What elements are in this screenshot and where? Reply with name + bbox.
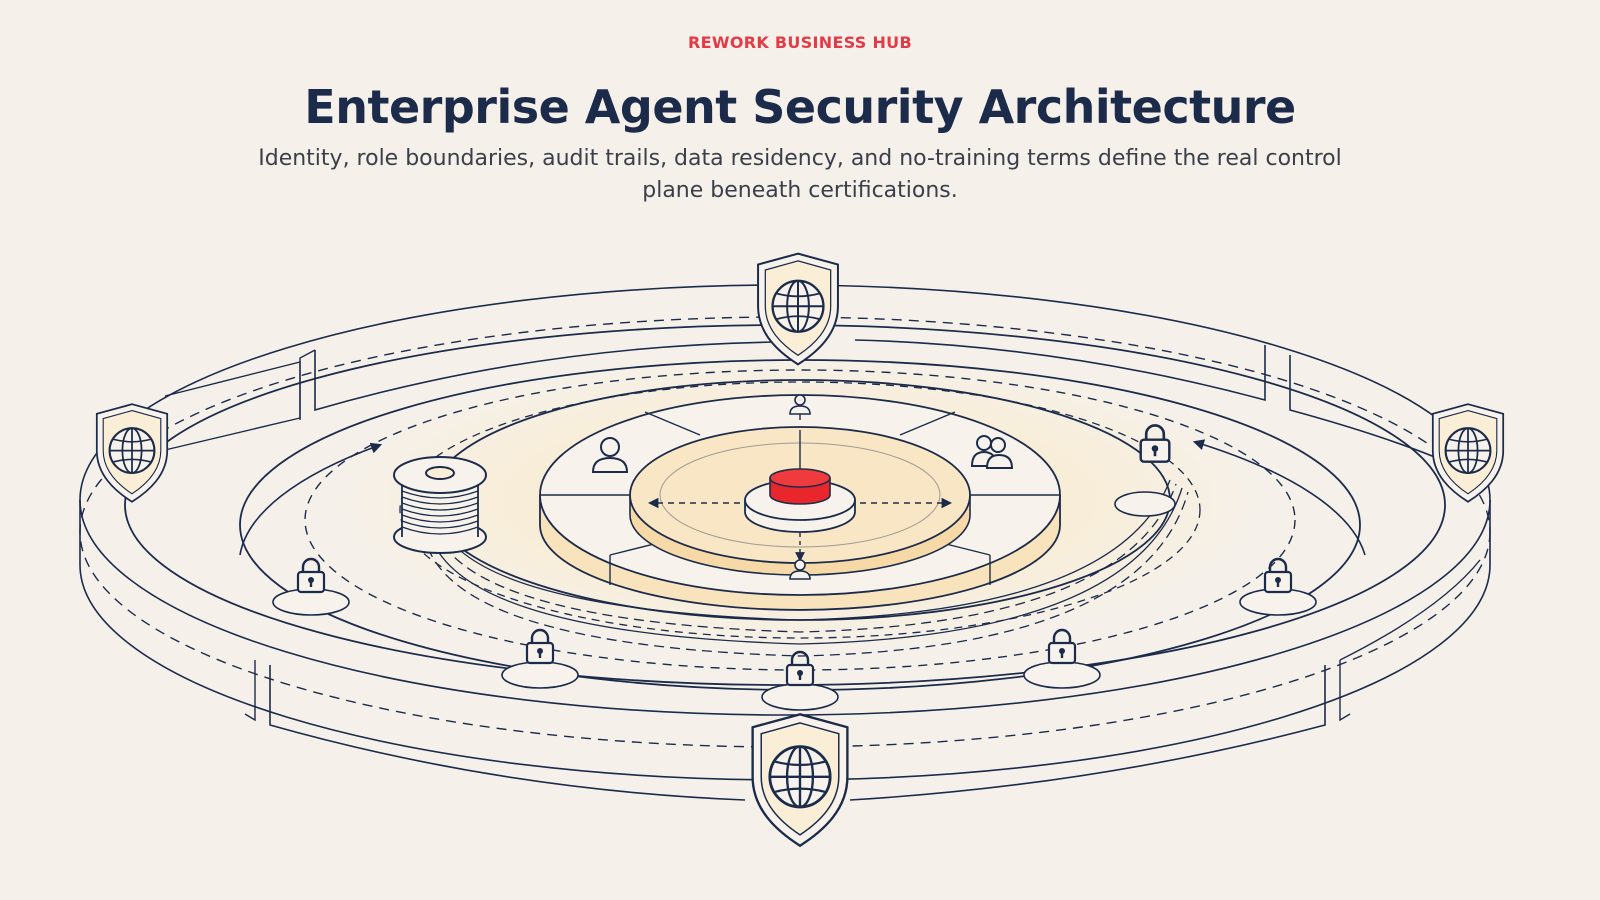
shield-globe-icon	[756, 252, 840, 366]
padlock-icon	[1263, 557, 1293, 594]
identity-role-platform	[539, 394, 1061, 611]
core-data-store-icon	[744, 468, 856, 533]
padlock-icon	[296, 557, 326, 594]
user-icon	[789, 394, 811, 415]
padlock-icon	[525, 628, 555, 665]
padlock-icon	[1047, 628, 1077, 665]
shield-globe-icon	[751, 712, 849, 848]
shield-globe-icon	[95, 402, 169, 504]
audit-trail-streams	[427, 479, 1189, 657]
user-group-icon	[970, 435, 1014, 469]
user-icon	[591, 437, 629, 473]
page-subtitle: Identity, role boundaries, audit trails,…	[258, 146, 1342, 203]
brand-kicker: REWORK BUSINESS HUB	[688, 33, 912, 52]
user-icon	[789, 559, 811, 580]
page-title: Enterprise Agent Security Architecture	[304, 80, 1296, 134]
shield-globe-icon	[1431, 402, 1505, 504]
padlock-icon	[785, 650, 815, 687]
audit-log-spool-icon	[393, 456, 487, 554]
